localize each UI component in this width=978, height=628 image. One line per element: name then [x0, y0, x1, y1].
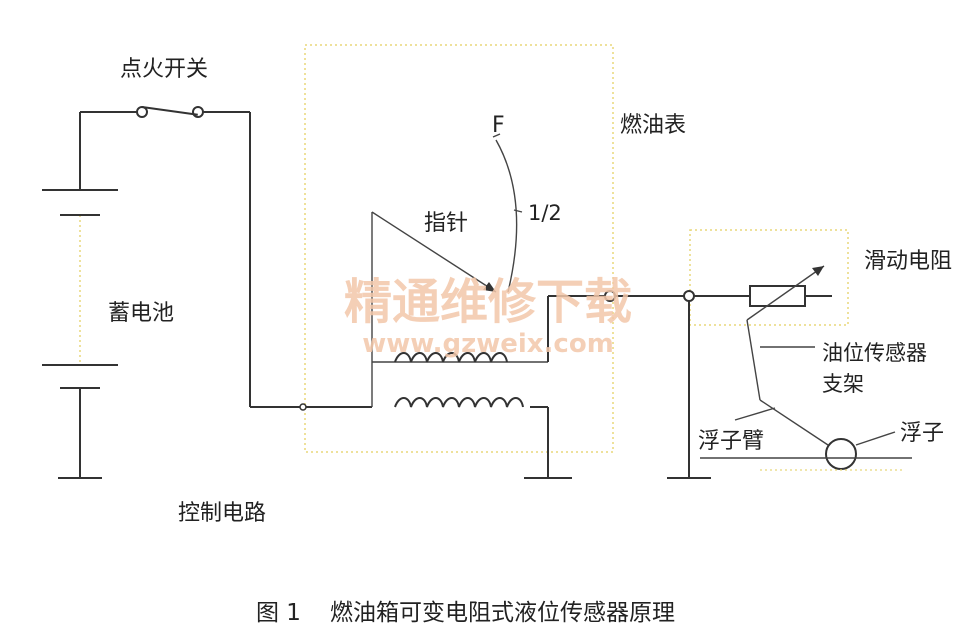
ignition-switch — [79, 106, 251, 407]
sliding-resistor-box — [689, 229, 849, 326]
battery-symbol — [42, 189, 118, 479]
fuel-gauge-box — [304, 44, 614, 453]
gauge-output-wire — [524, 290, 750, 479]
gauge-input-wire — [250, 403, 372, 411]
half-mark-label: 1/2 — [528, 201, 562, 225]
lower-coil — [394, 397, 524, 408]
sliding-resistor-symbol — [746, 265, 832, 321]
sensor-bracket-label-2: 支架 — [822, 372, 864, 396]
gauge-tick-half — [513, 209, 523, 213]
caption-text: 燃油箱可变电阻式液位传感器原理 — [330, 600, 675, 626]
switch-label: 点火开关 — [120, 57, 208, 82]
fuel-gauge-label: 燃油表 — [620, 113, 686, 138]
control-circuit-label: 控制电路 — [178, 501, 266, 526]
sensor-bracket-label-1: 油位传感器 — [822, 341, 927, 365]
float-leader — [855, 431, 896, 446]
float-arm-leader — [734, 407, 776, 421]
pointer-label: 指针 — [424, 211, 468, 236]
sliding-resistor-label: 滑动电阻 — [864, 249, 952, 274]
caption-number: 图 1 — [256, 600, 301, 626]
full-mark-label: F — [492, 113, 505, 138]
gauge-tick-full — [492, 133, 501, 138]
watermark-title: 精通维修下载 — [344, 274, 632, 330]
upper-coil — [394, 352, 508, 363]
sensor-bracket — [667, 301, 829, 479]
float-arm-label: 浮子臂 — [698, 429, 764, 454]
float-symbol — [825, 438, 857, 470]
gauge-scale-arc — [495, 139, 518, 293]
float-label: 浮子 — [900, 421, 944, 446]
watermark-url: www.gzweix.com — [362, 329, 614, 359]
battery-label: 蓄电池 — [108, 301, 174, 326]
